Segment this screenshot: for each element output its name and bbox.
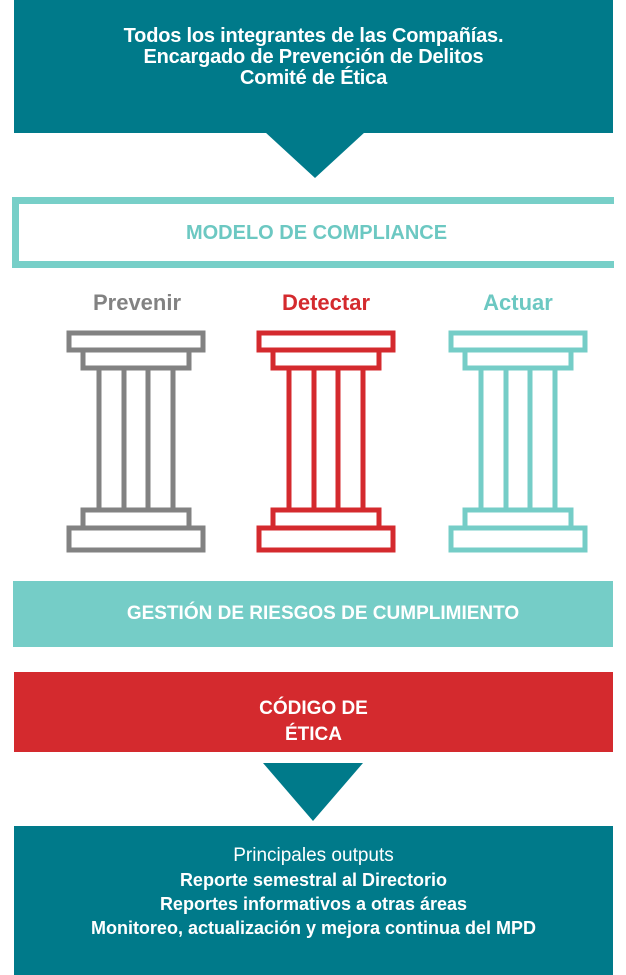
code-of-ethics-line-1: CÓDIGO DE	[259, 698, 368, 719]
compliance-model-box: MODELO DE COMPLIANCE	[12, 197, 614, 268]
pillar-label-detectar: Detectar	[281, 290, 371, 315]
column-icon-detectar	[256, 330, 396, 553]
pillar-label-prevenir: Prevenir	[92, 290, 182, 315]
outputs-title: Principales outputs	[233, 845, 394, 866]
risk-management-label: GESTIÓN DE RIESGOS DE CUMPLIMIENTO	[126, 603, 520, 624]
column-icon-prevenir	[66, 330, 206, 553]
down-arrow-top	[265, 132, 365, 178]
outputs-box: Principales outputs Reporte semestral al…	[14, 826, 613, 975]
outputs-line-2: Reportes informativos a otras áreas	[159, 894, 468, 914]
column-icon-actuar	[448, 330, 588, 553]
down-arrow-bottom	[263, 763, 363, 821]
outputs-line-3: Monitoreo, actualización y mejora contin…	[90, 918, 537, 938]
code-of-ethics-line-2: ÉTICA	[285, 724, 342, 745]
participants-line-2: Encargado de Prevención de Delitos	[143, 46, 484, 68]
compliance-model-label: MODELO DE COMPLIANCE	[185, 222, 448, 244]
outputs-line-1: Reporte semestral al Directorio	[179, 870, 448, 890]
risk-management-box: GESTIÓN DE RIESGOS DE CUMPLIMIENTO	[13, 581, 613, 647]
participants-line-1: Todos los integrantes de las Compañías.	[123, 25, 504, 47]
participants-line-3: Comité de Ética	[239, 67, 388, 89]
participants-box: Todos los integrantes de las Compañías. …	[14, 0, 613, 133]
code-of-ethics-box: CÓDIGO DE ÉTICA	[14, 672, 613, 752]
pillar-label-actuar: Actuar	[483, 290, 553, 315]
